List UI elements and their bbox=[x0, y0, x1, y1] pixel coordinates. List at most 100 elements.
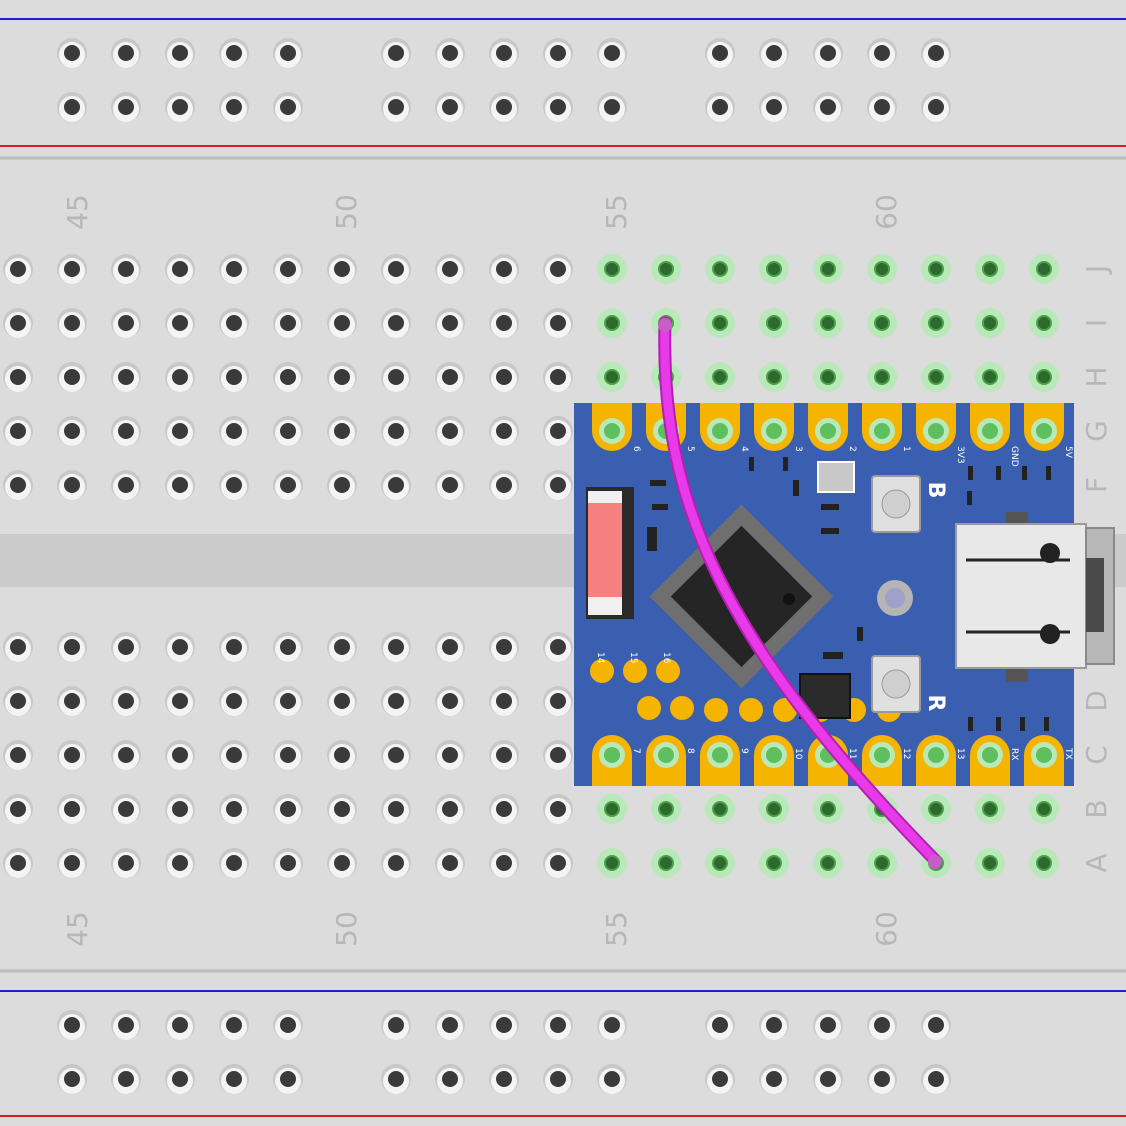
usb-port-shell[interactable] bbox=[955, 523, 1087, 669]
hole-bottom-r0-c4[interactable] bbox=[219, 632, 249, 662]
rail-bottom-hole-r0-c12[interactable] bbox=[813, 1010, 843, 1040]
hole-top-r4-c8[interactable] bbox=[435, 470, 465, 500]
rail-top-hole-r1-c0[interactable] bbox=[57, 92, 87, 122]
rail-bottom-hole-r1-c13[interactable] bbox=[867, 1064, 897, 1094]
hole-top-r0-c11[interactable] bbox=[597, 254, 627, 284]
hole-top-r1-c5[interactable] bbox=[273, 308, 303, 338]
hole-bottom-r1-c3[interactable] bbox=[165, 686, 195, 716]
hole-bottom-r4-c9[interactable] bbox=[489, 848, 519, 878]
hole-bottom-r2-c5[interactable] bbox=[273, 740, 303, 770]
hole-bottom-r1-c4[interactable] bbox=[219, 686, 249, 716]
hole-top-r1-c13[interactable] bbox=[705, 308, 735, 338]
rail-bottom-hole-r0-c2[interactable] bbox=[165, 1010, 195, 1040]
hole-top-r3-c10[interactable] bbox=[543, 416, 573, 446]
hole-bottom-r3-c7[interactable] bbox=[381, 794, 411, 824]
rail-top-hole-r0-c12[interactable] bbox=[813, 38, 843, 68]
hole-top-r0-c1[interactable] bbox=[57, 254, 87, 284]
hole-top-r0-c6[interactable] bbox=[327, 254, 357, 284]
hole-bottom-r3-c6[interactable] bbox=[327, 794, 357, 824]
hole-bottom-r3-c3[interactable] bbox=[165, 794, 195, 824]
rail-bottom-hole-r0-c9[interactable] bbox=[597, 1010, 627, 1040]
hole-bottom-r1-c5[interactable] bbox=[273, 686, 303, 716]
hole-top-r1-c16[interactable] bbox=[867, 308, 897, 338]
hole-top-r1-c8[interactable] bbox=[435, 308, 465, 338]
hole-top-r2-c19[interactable] bbox=[1029, 362, 1059, 392]
hole-top-r1-c18[interactable] bbox=[975, 308, 1005, 338]
jumper-wire-end-i56[interactable] bbox=[658, 318, 672, 332]
rail-bottom-hole-r1-c8[interactable] bbox=[543, 1064, 573, 1094]
hole-top-r0-c3[interactable] bbox=[165, 254, 195, 284]
hole-top-r4-c1[interactable] bbox=[57, 470, 87, 500]
rail-bottom-hole-r0-c6[interactable] bbox=[435, 1010, 465, 1040]
hole-top-r0-c12[interactable] bbox=[651, 254, 681, 284]
rail-bottom-hole-r0-c0[interactable] bbox=[57, 1010, 87, 1040]
hole-top-r1-c3[interactable] bbox=[165, 308, 195, 338]
rail-bottom-hole-r1-c4[interactable] bbox=[273, 1064, 303, 1094]
hole-bottom-r0-c5[interactable] bbox=[273, 632, 303, 662]
hole-top-r3-c2[interactable] bbox=[111, 416, 141, 446]
hole-bottom-r2-c2[interactable] bbox=[111, 740, 141, 770]
hole-top-r1-c4[interactable] bbox=[219, 308, 249, 338]
hole-top-r2-c0[interactable] bbox=[3, 362, 33, 392]
hole-top-r4-c0[interactable] bbox=[3, 470, 33, 500]
hole-top-r1-c9[interactable] bbox=[489, 308, 519, 338]
rail-bottom-hole-r0-c7[interactable] bbox=[489, 1010, 519, 1040]
hole-bottom-r4-c6[interactable] bbox=[327, 848, 357, 878]
hole-bottom-r1-c1[interactable] bbox=[57, 686, 87, 716]
hole-top-r0-c14[interactable] bbox=[759, 254, 789, 284]
rail-top-hole-r0-c8[interactable] bbox=[543, 38, 573, 68]
reset-button-cap[interactable] bbox=[881, 669, 911, 699]
hole-bottom-r0-c1[interactable] bbox=[57, 632, 87, 662]
rail-top-hole-r1-c9[interactable] bbox=[597, 92, 627, 122]
rail-top-hole-r0-c3[interactable] bbox=[219, 38, 249, 68]
hole-bottom-r4-c16[interactable] bbox=[867, 848, 897, 878]
rail-top-hole-r1-c10[interactable] bbox=[705, 92, 735, 122]
hole-top-r2-c9[interactable] bbox=[489, 362, 519, 392]
hole-bottom-r0-c6[interactable] bbox=[327, 632, 357, 662]
hole-bottom-r3-c11[interactable] bbox=[597, 794, 627, 824]
hole-bottom-r3-c19[interactable] bbox=[1029, 794, 1059, 824]
hole-bottom-r2-c10[interactable] bbox=[543, 740, 573, 770]
hole-top-r1-c6[interactable] bbox=[327, 308, 357, 338]
hole-top-r2-c1[interactable] bbox=[57, 362, 87, 392]
hole-top-r1-c1[interactable] bbox=[57, 308, 87, 338]
hole-bottom-r4-c4[interactable] bbox=[219, 848, 249, 878]
hole-top-r0-c10[interactable] bbox=[543, 254, 573, 284]
hole-top-r1-c10[interactable] bbox=[543, 308, 573, 338]
hole-bottom-r1-c8[interactable] bbox=[435, 686, 465, 716]
rail-top-hole-r1-c7[interactable] bbox=[489, 92, 519, 122]
hole-top-r1-c11[interactable] bbox=[597, 308, 627, 338]
hole-top-r1-c0[interactable] bbox=[3, 308, 33, 338]
hole-top-r2-c14[interactable] bbox=[759, 362, 789, 392]
rail-top-hole-r1-c3[interactable] bbox=[219, 92, 249, 122]
hole-top-r4-c3[interactable] bbox=[165, 470, 195, 500]
rail-top-hole-r0-c5[interactable] bbox=[381, 38, 411, 68]
hole-top-r3-c3[interactable] bbox=[165, 416, 195, 446]
rail-top-hole-r1-c5[interactable] bbox=[381, 92, 411, 122]
rail-top-hole-r0-c10[interactable] bbox=[705, 38, 735, 68]
hole-top-r4-c5[interactable] bbox=[273, 470, 303, 500]
hole-top-r2-c11[interactable] bbox=[597, 362, 627, 392]
hole-bottom-r3-c18[interactable] bbox=[975, 794, 1005, 824]
rail-bottom-hole-r1-c12[interactable] bbox=[813, 1064, 843, 1094]
rail-top-hole-r1-c12[interactable] bbox=[813, 92, 843, 122]
hole-bottom-r0-c0[interactable] bbox=[3, 632, 33, 662]
rail-bottom-hole-r1-c6[interactable] bbox=[435, 1064, 465, 1094]
hole-top-r1-c14[interactable] bbox=[759, 308, 789, 338]
hole-top-r4-c6[interactable] bbox=[327, 470, 357, 500]
hole-top-r0-c5[interactable] bbox=[273, 254, 303, 284]
hole-top-r3-c7[interactable] bbox=[381, 416, 411, 446]
hole-bottom-r0-c9[interactable] bbox=[489, 632, 519, 662]
hole-top-r2-c8[interactable] bbox=[435, 362, 465, 392]
hole-top-r0-c7[interactable] bbox=[381, 254, 411, 284]
hole-bottom-r3-c12[interactable] bbox=[651, 794, 681, 824]
rail-bottom-hole-r1-c2[interactable] bbox=[165, 1064, 195, 1094]
hole-top-r0-c15[interactable] bbox=[813, 254, 843, 284]
rail-bottom-hole-r0-c13[interactable] bbox=[867, 1010, 897, 1040]
hole-bottom-r0-c3[interactable] bbox=[165, 632, 195, 662]
hole-top-r0-c19[interactable] bbox=[1029, 254, 1059, 284]
rail-top-hole-r0-c4[interactable] bbox=[273, 38, 303, 68]
rail-bottom-hole-r0-c3[interactable] bbox=[219, 1010, 249, 1040]
hole-top-r0-c17[interactable] bbox=[921, 254, 951, 284]
